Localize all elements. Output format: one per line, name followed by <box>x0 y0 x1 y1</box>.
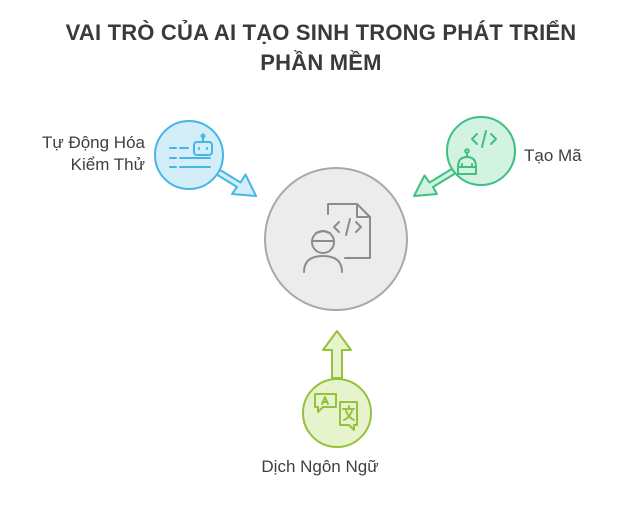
translate-icon <box>314 393 358 431</box>
code-generation-node <box>446 116 516 186</box>
developer-code-icon <box>303 203 371 273</box>
arrow-translation <box>322 330 352 379</box>
center-node <box>264 167 408 311</box>
title-line-1: VAI TRÒ CỦA AI TẠO SINH TRONG PHÁT TRIỂN <box>65 20 577 45</box>
test-automation-label-line-1: Tự Động Hóa <box>41 133 145 152</box>
robot-checklist-icon <box>169 133 213 168</box>
test-automation-label-line-2: Kiểm Thử <box>70 155 145 174</box>
arrow-code-generation <box>413 167 457 197</box>
title-line-2: PHẦN MỀM <box>260 50 382 75</box>
translation-node <box>302 378 372 448</box>
test-automation-label: Tự Động Hóa Kiểm Thử <box>10 132 145 176</box>
code-generation-label: Tạo Mã <box>524 146 582 165</box>
translation-label: Dịch Ngôn Ngữ <box>261 457 379 476</box>
page-title: VAI TRÒ CỦA AI TẠO SINH TRONG PHÁT TRIỂN… <box>0 18 642 78</box>
test-automation-node <box>154 120 224 190</box>
robot-code-icon <box>457 130 497 175</box>
